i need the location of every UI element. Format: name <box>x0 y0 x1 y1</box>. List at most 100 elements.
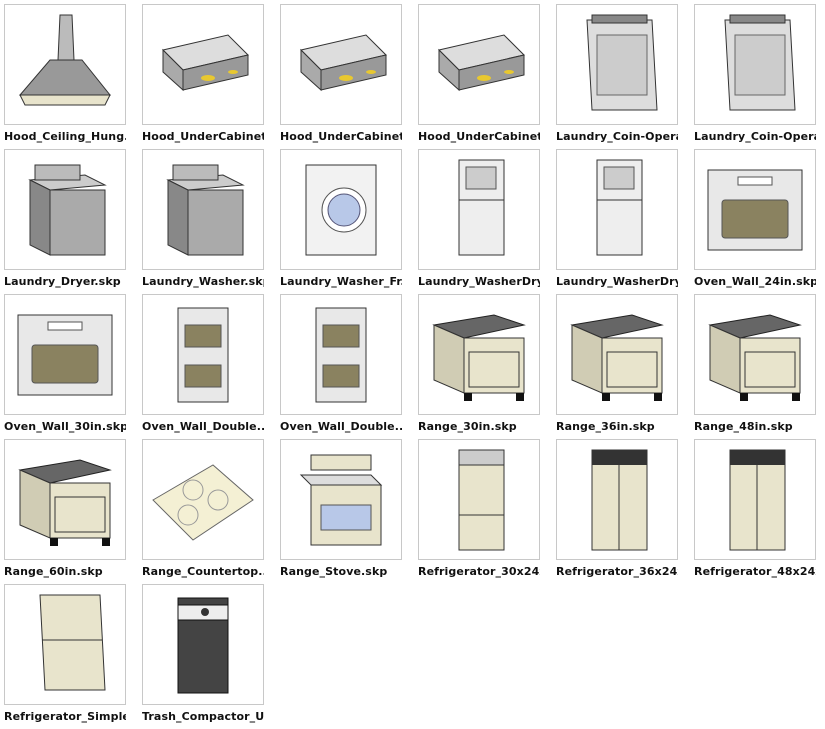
laundry-coin-icon <box>586 14 658 110</box>
file-thumbnail[interactable] <box>4 439 126 560</box>
file-thumbnail[interactable] <box>142 4 264 125</box>
file-thumbnail[interactable] <box>280 149 402 270</box>
file-item[interactable]: Refrigerator_48x24x... <box>694 439 816 584</box>
file-thumbnail[interactable] <box>4 294 126 415</box>
file-grid: Hood_Ceiling_Hung.. Hood_UnderCabinet.. Ho… <box>4 4 816 729</box>
file-item[interactable]: Laundry_Washer.skp <box>142 149 264 294</box>
file-name: Hood_Ceiling_Hung.. <box>4 130 126 143</box>
file-item[interactable]: Range_60in.skp <box>4 439 126 584</box>
hood-ceiling-icon <box>18 14 112 105</box>
oven-double-icon <box>315 307 367 402</box>
cooktop-icon <box>152 463 254 541</box>
file-thumbnail[interactable] <box>280 294 402 415</box>
file-item[interactable]: Trash_Compactor_U... <box>142 584 264 729</box>
oven-icon <box>17 314 113 395</box>
file-thumbnail[interactable] <box>4 584 126 705</box>
file-thumbnail[interactable] <box>418 4 540 125</box>
file-item[interactable]: Hood_UnderCabinet.. <box>418 4 540 149</box>
file-name: Trash_Compactor_U... <box>142 710 264 723</box>
file-thumbnail[interactable] <box>556 294 678 415</box>
file-item[interactable]: Hood_Ceiling_Hung.. <box>4 4 126 149</box>
file-name: Range_30in.skp <box>418 420 517 433</box>
file-item[interactable]: Range_Stove.skp <box>280 439 402 584</box>
fridge-side-icon <box>591 449 648 550</box>
file-name: Oven_Wall_30in.skp <box>4 420 126 433</box>
file-name: Laundry_WasherDry... <box>556 275 678 288</box>
laundry-coin-icon <box>724 14 796 110</box>
file-name: Oven_Wall_Double... <box>142 420 264 433</box>
file-item[interactable]: Refrigerator_36x24x... <box>556 439 678 584</box>
file-thumbnail[interactable] <box>142 294 264 415</box>
file-thumbnail[interactable] <box>4 4 126 125</box>
file-thumbnail[interactable] <box>280 4 402 125</box>
file-item[interactable]: Laundry_Coin-Opera.. <box>556 4 678 149</box>
file-name: Laundry_Dryer.skp <box>4 275 121 288</box>
file-thumbnail[interactable] <box>418 294 540 415</box>
file-item[interactable]: Hood_UnderCabinet.. <box>142 4 264 149</box>
file-item[interactable]: Oven_Wall_Double... <box>280 294 402 439</box>
range-icon <box>18 458 112 546</box>
file-name: Hood_UnderCabinet.. <box>142 130 264 143</box>
file-name: Laundry_Washer.skp <box>142 275 264 288</box>
file-thumbnail[interactable] <box>556 149 678 270</box>
file-thumbnail[interactable] <box>694 4 816 125</box>
laundry-dryer-icon <box>28 164 107 256</box>
file-item[interactable]: Laundry_Dryer.skp <box>4 149 126 294</box>
file-thumbnail[interactable] <box>556 439 678 560</box>
washer-front-icon <box>305 164 377 255</box>
file-name: Refrigerator_30x24x... <box>418 565 540 578</box>
range-icon <box>708 313 802 401</box>
file-thumbnail[interactable] <box>694 439 816 560</box>
file-name: Refrigerator_36x24x... <box>556 565 678 578</box>
file-item[interactable]: Refrigerator_Simple... <box>4 584 126 729</box>
file-thumbnail[interactable] <box>4 149 126 270</box>
file-item[interactable]: Range_48in.skp <box>694 294 816 439</box>
file-thumbnail[interactable] <box>142 439 264 560</box>
file-name: Oven_Wall_24in.skp <box>694 275 816 288</box>
file-thumbnail[interactable] <box>280 439 402 560</box>
file-item[interactable]: Oven_Wall_Double... <box>142 294 264 439</box>
file-thumbnail[interactable] <box>142 149 264 270</box>
file-name: Laundry_Coin-Opera.. <box>694 130 816 143</box>
compactor-icon <box>177 597 229 693</box>
stack-icon <box>458 159 505 255</box>
file-name: Oven_Wall_Double... <box>280 420 402 433</box>
stove-icon <box>299 454 383 545</box>
oven-icon <box>707 169 803 250</box>
file-thumbnail[interactable] <box>418 149 540 270</box>
file-name: Range_48in.skp <box>694 420 793 433</box>
file-item[interactable]: Oven_Wall_30in.skp <box>4 294 126 439</box>
fridge-simple-icon <box>39 594 106 690</box>
file-item[interactable]: Laundry_WasherDry... <box>418 149 540 294</box>
file-name: Range_36in.skp <box>556 420 655 433</box>
file-name: Range_60in.skp <box>4 565 103 578</box>
file-name: Hood_UnderCabinet.. <box>418 130 540 143</box>
file-name: Refrigerator_Simple... <box>4 710 126 723</box>
hood-under-icon <box>300 33 387 91</box>
file-item[interactable]: Range_Countertop... <box>142 439 264 584</box>
file-thumbnail[interactable] <box>142 584 264 705</box>
file-thumbnail[interactable] <box>694 149 816 270</box>
range-icon <box>570 313 664 401</box>
hood-under-icon <box>162 33 249 91</box>
file-item[interactable]: Hood_UnderCabinet.. <box>280 4 402 149</box>
file-thumbnail[interactable] <box>694 294 816 415</box>
oven-double-icon <box>177 307 229 402</box>
laundry-dryer-icon <box>166 164 245 256</box>
file-name: Laundry_Washer_Fr... <box>280 275 402 288</box>
file-item[interactable]: Range_36in.skp <box>556 294 678 439</box>
file-thumbnail[interactable] <box>556 4 678 125</box>
file-item[interactable]: Oven_Wall_24in.skp <box>694 149 816 294</box>
file-name: Range_Stove.skp <box>280 565 388 578</box>
file-thumbnail[interactable] <box>418 439 540 560</box>
file-item[interactable]: Laundry_Coin-Opera.. <box>694 4 816 149</box>
fridge-side-icon <box>729 449 786 550</box>
file-item[interactable]: Refrigerator_30x24x... <box>418 439 540 584</box>
file-item[interactable]: Laundry_Washer_Fr... <box>280 149 402 294</box>
file-name: Refrigerator_48x24x... <box>694 565 816 578</box>
fridge-icon <box>458 449 505 550</box>
hood-under-icon <box>438 33 525 91</box>
file-item[interactable]: Laundry_WasherDry... <box>556 149 678 294</box>
file-item[interactable]: Range_30in.skp <box>418 294 540 439</box>
range-icon <box>432 313 526 401</box>
